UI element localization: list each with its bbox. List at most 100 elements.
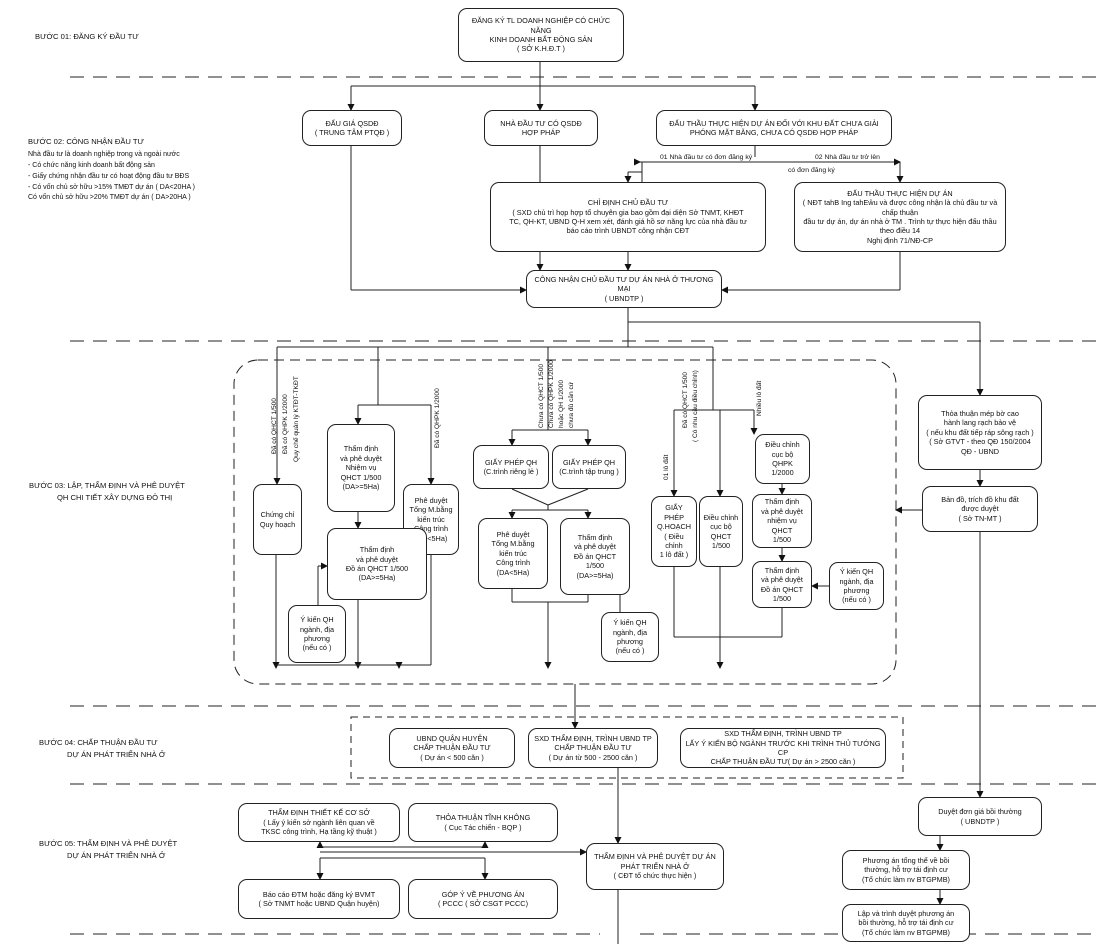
box-tham-dinh-do-an-2: Thẩm định và phê duyệt Đồ án QHCT 1/500 … xyxy=(560,518,630,595)
box-text: Nghị định 71/NĐ-CP xyxy=(866,235,934,245)
box-text: Q.HOẠCH xyxy=(656,522,692,532)
box-text: ( PCCC ( SỞ CSGT PCCC) xyxy=(437,899,529,908)
box-text: ĐẤU GIÁ QSDĐ xyxy=(325,118,379,128)
box-text: ( SXD chủ trì họp hợp tổ chuyên gia bao … xyxy=(512,207,744,217)
box-text: ngành, địa xyxy=(839,576,874,586)
box-text: ( Dự án < 500 căn ) xyxy=(420,752,484,762)
edge-label-two-investors-2: có đơn đăng ký xyxy=(788,167,835,174)
box-text: ( Điều chỉnh xyxy=(664,531,684,550)
box-text: Thỏa thuận mép bờ cao xyxy=(941,408,1019,418)
box-text: GIẤY PHÉP QH xyxy=(484,457,538,467)
box-tham-dinh-thiet-ke-co-so: THẨM ĐỊNH THIẾT KẾ CƠ SỞ ( Lấy ý kiến sở… xyxy=(238,803,400,842)
edge-label-two-investors: 02 Nhà đầu tư trở lên xyxy=(815,154,880,161)
box-thoa-thuan-mep-bo: Thỏa thuận mép bờ cao hành lang rạch bảo… xyxy=(918,395,1042,470)
edge-label-1-lo: 01 lô đất xyxy=(663,454,670,480)
box-text: hành lang rạch bảo vệ xyxy=(943,418,1017,428)
box-text: (C.trình tập trung ) xyxy=(559,467,619,476)
box-text: (DA<5Ha) xyxy=(496,567,530,577)
step2-note: - Giấy chứng nhận đầu tư có hoạt động đầ… xyxy=(28,172,190,180)
box-text: ( Sở TNMT hoặc UBND Quận huyện) xyxy=(258,899,380,908)
box-text: ( Lấy ý kiến sở ngành liên quan về xyxy=(263,817,375,827)
box-text: (nếu có ) xyxy=(842,595,871,605)
box-text: phương xyxy=(617,637,643,646)
box-text: 1/500 xyxy=(585,561,605,571)
box-ubnd-quan-huyen: UBND QUẬN HUYỆN CHẤP THUẬN ĐẦU TƯ ( Dự á… xyxy=(389,728,515,768)
box-text: KINH DOANH BẤT ĐỘNG SẢN xyxy=(489,35,593,44)
box-text: Ý kiến QH xyxy=(300,615,334,625)
box-gop-y-phuong-an: GÓP Ý VỀ PHƯƠNG ÁN ( PCCC ( SỞ CSGT PCCC… xyxy=(408,879,558,919)
box-chung-chi-quy-hoach: Chứng chỉ Quy hoạch xyxy=(253,484,302,555)
box-text: Điều chỉnh xyxy=(765,440,800,450)
box-text: báo cáo trình UBNDT công nhận CĐT xyxy=(566,226,690,236)
box-tham-dinh-do-an-3: Thẩm định và phê duyệt Đồ án QHCT 1/500 xyxy=(752,561,812,608)
box-text: ngành, địa xyxy=(299,624,335,634)
box-text: Công trình xyxy=(495,558,531,568)
box-text: (nếu có ) xyxy=(615,646,645,656)
edge-label-ktdt: Quy chế quản lý KTĐT-TKĐT xyxy=(293,376,300,462)
box-text: ĐẤU THẦU THỰC HIỆN DỰ ÁN ĐỐI VỚI KHU ĐẤT… xyxy=(669,118,879,128)
edge-label-one-investor: 01 Nhà đầu tư có đơn đăng ký xyxy=(660,154,753,161)
box-text: LẤY Ý KIẾN BỘ NGÀNH TRƯỚC KHI TRÌNH THỦ … xyxy=(685,738,881,757)
step2-note: - Có chức năng kinh doanh bất động sản xyxy=(28,161,155,169)
box-text: THỎA THUẬN TĨNH KHÔNG xyxy=(435,813,531,823)
box-text: ( UBNDTP ) xyxy=(960,816,1000,826)
box-text: TC, QH-KT, UBND Q-H xem xét, đánh giá hồ… xyxy=(509,217,747,226)
box-text: ( Dự án từ 500 - 2500 căn ) xyxy=(548,752,638,762)
edge-label-nhieu-lo: Nhiều lô đất xyxy=(756,380,763,416)
box-text: và phê duyệt xyxy=(340,453,382,463)
box-text: ( Sở GTVT - theo QĐ 150/2004 xyxy=(929,437,1031,447)
box-text: Tổng M.bằng xyxy=(491,539,535,549)
box-tham-dinh-do-an-1: Thẩm định và phê duyệt Đồ án QHCT 1/500 … xyxy=(327,528,427,600)
box-text: Phê duyệt xyxy=(496,529,530,539)
box-text: Ý kiến QH xyxy=(839,567,874,577)
step3-label: BƯỚC 03: LẬP, THẨM ĐỊNH VÀ PHÊ DUYỆT QH … xyxy=(29,480,185,504)
box-text: Ý kiến QH xyxy=(613,618,647,628)
step1-label: BƯỚC 01: ĐĂNG KÝ ĐẦU TƯ xyxy=(35,32,139,41)
box-text: Thẩm định xyxy=(343,444,379,454)
box-text: ( NĐT tahB Ing tahEŵu và được công nhận … xyxy=(802,198,998,217)
box-text: CHẤP THUẬN ĐẦU TƯ xyxy=(554,743,632,753)
box-text: GÓP Ý VỀ PHƯƠNG ÁN xyxy=(441,889,525,899)
box-text: PHÁT TRIỂN NHÀ Ở xyxy=(620,861,690,871)
box-text: Phê duyệt xyxy=(414,495,448,505)
step2-notes: Nhà đầu tư là doanh nghiệp trong và ngoà… xyxy=(28,150,195,204)
box-text: (DA>=5Ha) xyxy=(342,482,380,492)
box-giay-phep-quy-hoach-lo-dat: GIẤY PHÉP Q.HOẠCH ( Điều chỉnh 1 lô đất … xyxy=(651,496,697,567)
step5-label: BƯỚC 05: THẨM ĐỊNH VÀ PHÊ DUYỆT DỰ ÁN PH… xyxy=(39,838,177,862)
box-text: phương xyxy=(843,586,870,595)
box-text: QHCT 1/500 xyxy=(340,472,382,482)
box-text: cục bộ xyxy=(771,449,794,459)
box-text: Báo cáo ĐTM hoặc đăng ký BVMT xyxy=(262,889,376,899)
box-text: Chứng chỉ xyxy=(260,510,295,520)
box-text: ( Sở TN-MT ) xyxy=(958,513,1002,523)
box-chi-dinh-chu-dau-tu: CHỈ ĐỊNH CHỦ ĐẦU TƯ ( SXD chủ trì họp hợ… xyxy=(490,182,766,252)
box-sxd-tham-dinh-1: SXD THẨM ĐỊNH, TRÌNH UBND TP CHẤP THUẬN … xyxy=(528,728,658,768)
step5-line2: DỰ ÁN PHÁT TRIỂN NHÀ Ở xyxy=(67,850,166,860)
box-text: Thẩm định xyxy=(577,532,613,542)
box-giay-phep-qh-rieng-le: GIẤY PHÉP QH (C.trình riêng lẻ ) xyxy=(473,445,549,489)
box-text: ( SỞ K.H.Đ.T ) xyxy=(517,44,565,54)
box-text: (Tổ chức làm nv BTGPMB) xyxy=(861,927,950,937)
box-text: (nếu có ) xyxy=(302,643,332,653)
box-text: ( UBNDTP ) xyxy=(604,293,644,303)
box-text: NHÀ ĐẦU TƯ CÓ QSDĐ xyxy=(500,118,582,128)
box-text: ngành, địa xyxy=(612,627,648,637)
box-text: PHÓNG MẶT BẰNG, CHƯA CÓ QSDĐ HỢP PHÁP xyxy=(689,128,859,137)
box-text: Đồ án QHCT xyxy=(573,551,617,561)
box-text: CHỈ ĐỊNH CHỦ ĐẦU TƯ xyxy=(587,198,669,208)
box-tham-dinh-nhiem-vu: Thẩm định và phê duyệt Nhiệm vụ QHCT 1/5… xyxy=(327,424,395,512)
box-text: Điều chỉnh xyxy=(703,512,739,522)
box-text: TKSC công trình, Hạ tầng kỹ thuật ) xyxy=(261,827,377,837)
step3-container xyxy=(233,359,897,685)
box-text: Thẩm định xyxy=(764,497,800,507)
box-text: GIẤY PHÉP xyxy=(664,503,684,522)
box-text: đầu tư dự án, dự án nhà ở TM . Trình tự … xyxy=(803,217,997,236)
step3-line2: QH CHI TIẾT XÂY DỰNG ĐÔ THỊ xyxy=(57,492,173,502)
box-text: kiến trúc xyxy=(417,514,445,524)
box-text: 1/500 xyxy=(711,540,731,550)
step3-line1: BƯỚC 03: LẬP, THẨM ĐỊNH VÀ PHÊ DUYỆT xyxy=(29,481,185,490)
step4-line1: BƯỚC 04: CHẤP THUẬN ĐẦU TƯ xyxy=(39,738,158,747)
step4-line2: DỰ ÁN PHÁT TRIỂN NHÀ Ở xyxy=(67,749,166,759)
box-text: SXD THẨM ĐỊNH, TRÌNH UBND TP xyxy=(534,733,652,743)
box-y-kien-qh-2: Ý kiến QH ngành, địa phương (nếu có ) xyxy=(601,612,659,662)
